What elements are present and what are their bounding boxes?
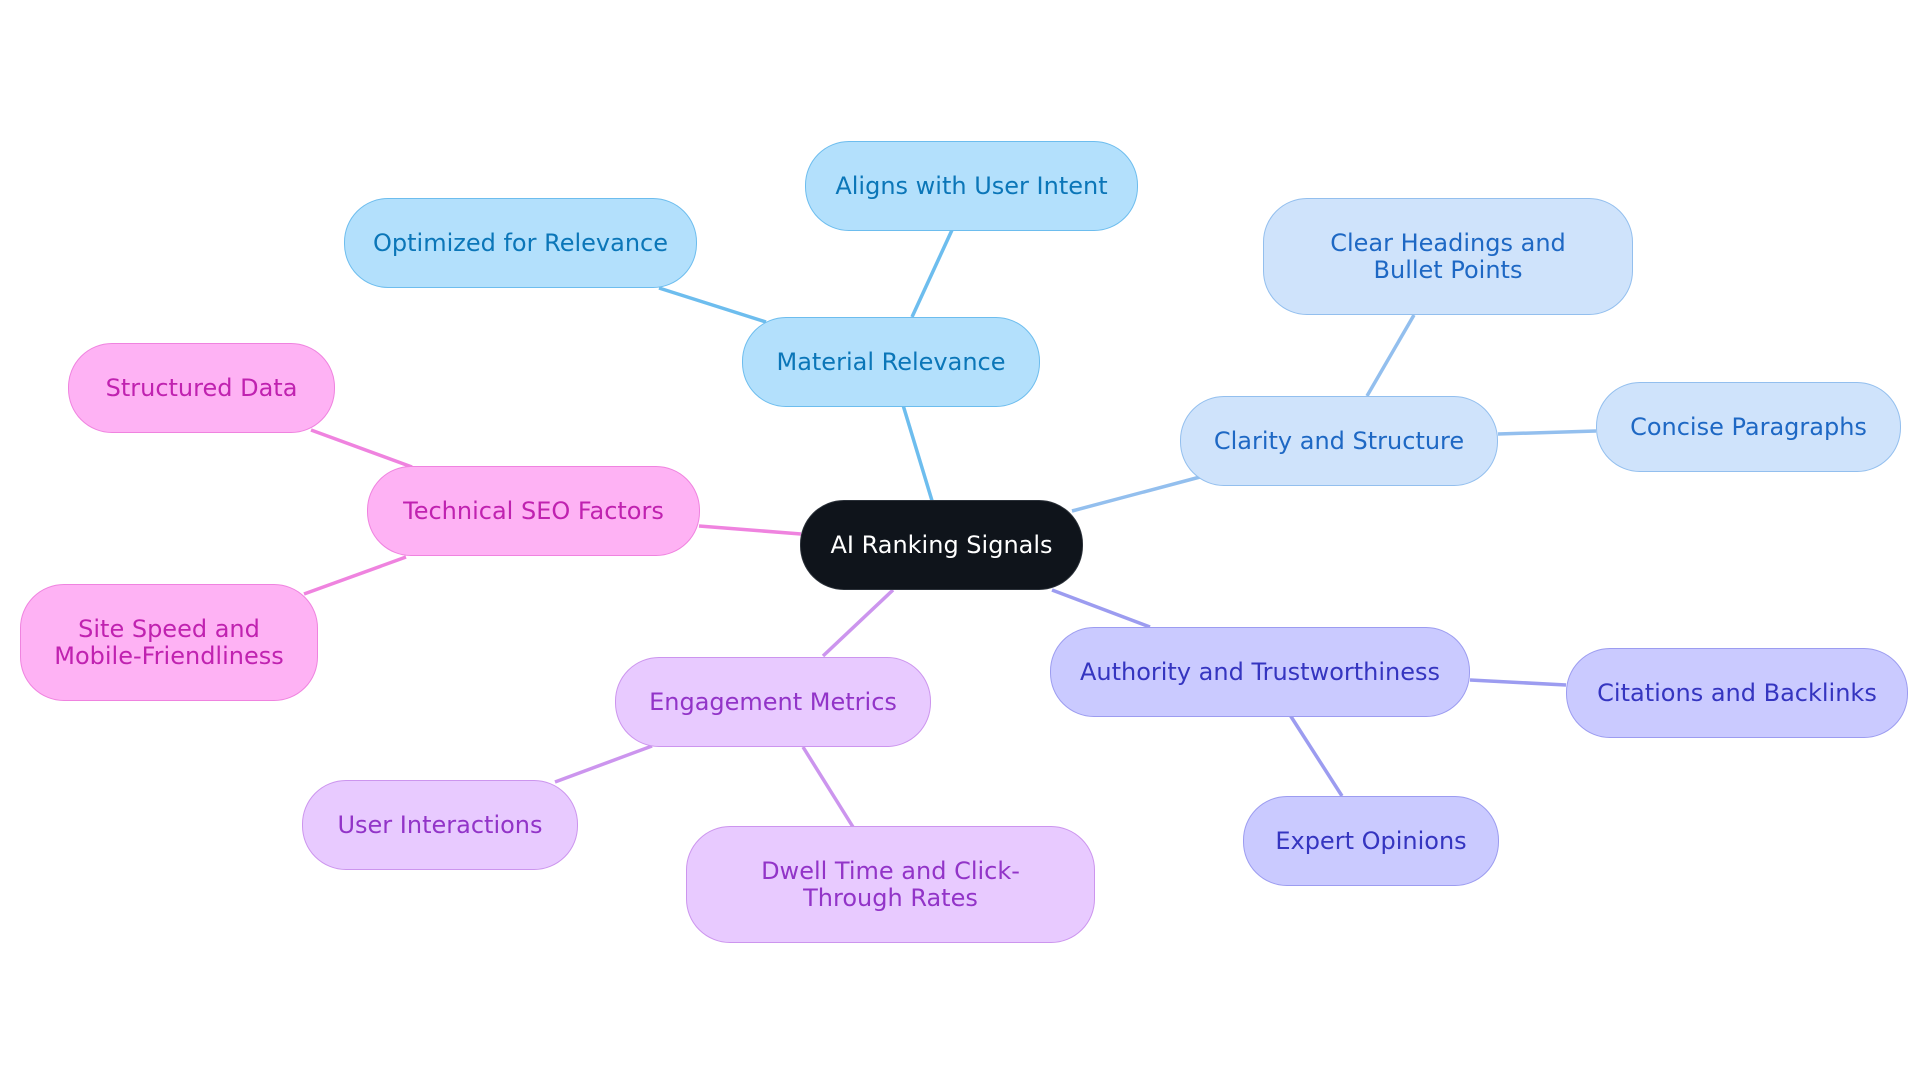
node-user-interactions[interactable]: User Interactions — [302, 780, 578, 870]
edge-clarity-headings — [1365, 314, 1416, 397]
edge-root-clarity-structure — [1071, 475, 1201, 513]
edge-seo-structured — [310, 428, 413, 469]
edge-authority-citations — [1469, 678, 1567, 687]
root-node[interactable]: AI Ranking Signals — [800, 500, 1083, 590]
edge-material-relevance-optimized — [658, 286, 767, 324]
edge-root-authority-trust — [1051, 588, 1151, 629]
node-aligns-with-user-intent[interactable]: Aligns with User Intent — [805, 141, 1138, 231]
edge-root-engagement-metrics — [821, 588, 895, 658]
node-citations-and-backlinks[interactable]: Citations and Backlinks — [1566, 648, 1908, 738]
node-technical-seo-factors[interactable]: Technical SEO Factors — [367, 466, 700, 556]
node-structured-data[interactable]: Structured Data — [68, 343, 335, 433]
node-expert-opinions[interactable]: Expert Opinions — [1243, 796, 1499, 886]
node-clarity-and-structure[interactable]: Clarity and Structure — [1180, 396, 1498, 486]
edge-clarity-concise — [1497, 429, 1597, 436]
edge-seo-site-speed — [303, 555, 407, 596]
node-concise-paragraphs[interactable]: Concise Paragraphs — [1596, 382, 1901, 472]
node-site-speed-mobile-friendliness[interactable]: Site Speed and Mobile-Friendliness — [20, 584, 318, 701]
edge-material-relevance-aligns — [910, 229, 954, 318]
node-material-relevance[interactable]: Material Relevance — [742, 317, 1040, 407]
node-dwell-time-click-through[interactable]: Dwell Time and Click-Through Rates — [686, 826, 1095, 943]
edge-engagement-dwell — [801, 746, 855, 828]
edge-root-technical-seo — [698, 524, 802, 536]
edge-authority-expert — [1288, 714, 1344, 797]
edge-root-material-relevance — [901, 404, 935, 505]
node-clear-headings-bullet-points[interactable]: Clear Headings and Bullet Points — [1263, 198, 1633, 315]
node-optimized-for-relevance[interactable]: Optimized for Relevance — [344, 198, 697, 288]
node-authority-and-trustworthiness[interactable]: Authority and Trustworthiness — [1050, 627, 1470, 717]
node-engagement-metrics[interactable]: Engagement Metrics — [615, 657, 931, 747]
edge-engagement-user-interactions — [554, 744, 653, 784]
